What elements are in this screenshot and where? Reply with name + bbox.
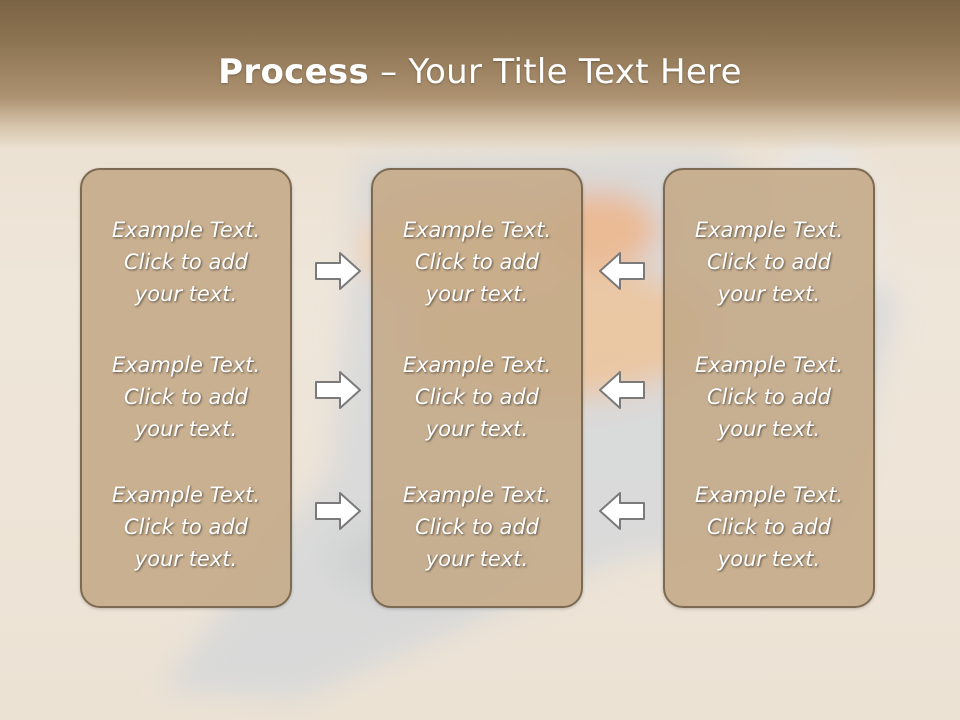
title-bold: Process bbox=[218, 52, 370, 92]
text-line: Example Text. bbox=[402, 218, 552, 242]
text-line: your text. bbox=[425, 417, 529, 441]
text-line: Click to add bbox=[706, 385, 831, 409]
title-dash: – bbox=[369, 52, 409, 92]
text-line: Example Text. bbox=[111, 218, 261, 242]
process-box-left[interactable]: Example Text. Click to add your text. Ex… bbox=[80, 168, 292, 608]
box-text-item[interactable]: Example Text. Click to add your text. bbox=[82, 479, 290, 575]
text-line: Example Text. bbox=[694, 483, 844, 507]
box-text-item[interactable]: Example Text. Click to add your text. bbox=[665, 214, 873, 310]
right-arrow-icon bbox=[315, 492, 361, 530]
text-line: Click to add bbox=[706, 250, 831, 274]
text-line: Click to add bbox=[123, 250, 248, 274]
text-line: Example Text. bbox=[694, 218, 844, 242]
text-line: Example Text. bbox=[402, 483, 552, 507]
text-line: your text. bbox=[134, 417, 238, 441]
text-line: Click to add bbox=[414, 515, 539, 539]
text-line: your text. bbox=[717, 417, 821, 441]
box-text-item[interactable]: Example Text. Click to add your text. bbox=[373, 214, 581, 310]
text-line: your text. bbox=[717, 282, 821, 306]
slide-title[interactable]: Process – Your Title Text Here bbox=[0, 52, 960, 92]
box-text-item[interactable]: Example Text. Click to add your text. bbox=[665, 349, 873, 445]
text-line: Example Text. bbox=[694, 353, 844, 377]
text-line: Example Text. bbox=[402, 353, 552, 377]
process-box-right[interactable]: Example Text. Click to add your text. Ex… bbox=[663, 168, 875, 608]
text-line: Click to add bbox=[414, 385, 539, 409]
right-arrow-icon bbox=[315, 371, 361, 409]
right-arrow-icon bbox=[315, 252, 361, 290]
text-line: Click to add bbox=[123, 385, 248, 409]
text-line: your text. bbox=[717, 547, 821, 571]
text-line: your text. bbox=[134, 547, 238, 571]
left-arrow-icon bbox=[599, 371, 645, 409]
text-line: Click to add bbox=[123, 515, 248, 539]
box-text-item[interactable]: Example Text. Click to add your text. bbox=[665, 479, 873, 575]
title-rest: Your Title Text Here bbox=[408, 52, 742, 92]
text-line: your text. bbox=[425, 282, 529, 306]
box-text-item[interactable]: Example Text. Click to add your text. bbox=[82, 349, 290, 445]
text-line: Click to add bbox=[706, 515, 831, 539]
left-arrow-icon bbox=[599, 492, 645, 530]
text-line: Example Text. bbox=[111, 353, 261, 377]
left-arrow-icon bbox=[599, 252, 645, 290]
process-box-center[interactable]: Example Text. Click to add your text. Ex… bbox=[371, 168, 583, 608]
text-line: Example Text. bbox=[111, 483, 261, 507]
title-band bbox=[0, 0, 960, 150]
text-line: your text. bbox=[134, 282, 238, 306]
text-line: Click to add bbox=[414, 250, 539, 274]
box-text-item[interactable]: Example Text. Click to add your text. bbox=[373, 479, 581, 575]
box-text-item[interactable]: Example Text. Click to add your text. bbox=[82, 214, 290, 310]
box-text-item[interactable]: Example Text. Click to add your text. bbox=[373, 349, 581, 445]
text-line: your text. bbox=[425, 547, 529, 571]
